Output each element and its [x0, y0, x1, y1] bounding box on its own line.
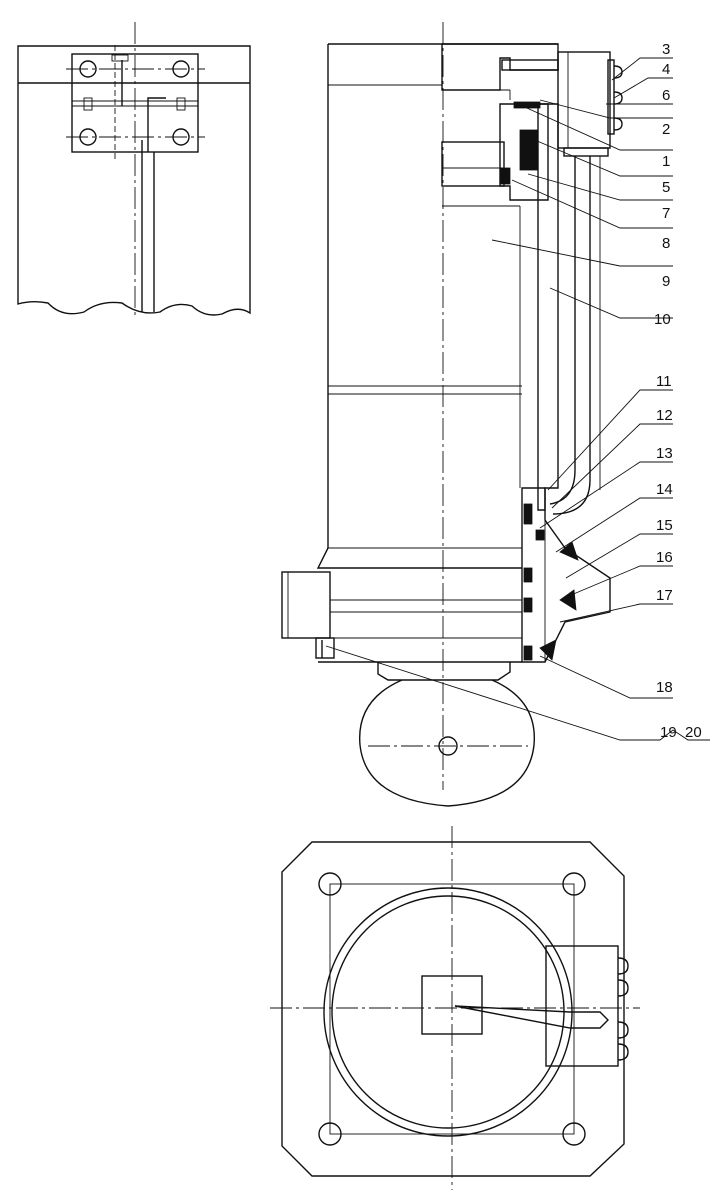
callout-5: 5	[662, 179, 670, 196]
base-seal	[535, 529, 545, 541]
callout-18: 18	[656, 679, 673, 696]
callout-13: 13	[656, 445, 673, 462]
callout-14: 14	[656, 481, 673, 498]
leader-lines	[325, 57, 710, 741]
callout-19-20: 19 20	[660, 724, 702, 741]
callout-8: 8	[662, 235, 670, 252]
callout-12: 12	[656, 407, 673, 424]
callout-4: 4	[662, 61, 670, 78]
base-seal	[523, 567, 533, 583]
detail-view	[17, 22, 251, 318]
base-seal	[523, 597, 533, 613]
callout-2: 2	[662, 121, 670, 138]
piston-seal	[519, 129, 539, 171]
callout-1: 1	[662, 153, 670, 170]
wiper-seal	[513, 101, 541, 109]
callout-9: 9	[662, 273, 670, 290]
callout-10: 10	[654, 311, 671, 328]
callout-3: 3	[662, 41, 670, 58]
callout-7: 7	[662, 205, 670, 222]
callout-labels: 3 4 6 2 1 5 7 8 9 10 11 12 13 14 15 16 1…	[654, 41, 702, 741]
callout-16: 16	[656, 549, 673, 566]
callout-17: 17	[656, 587, 673, 604]
main-section-view	[281, 22, 623, 807]
base-seal	[523, 645, 533, 661]
plan-view	[270, 826, 640, 1190]
callout-15: 15	[656, 517, 673, 534]
callout-6: 6	[662, 87, 670, 104]
guide-ring	[499, 167, 511, 185]
base-seal	[523, 503, 533, 525]
callout-11: 11	[656, 373, 672, 390]
